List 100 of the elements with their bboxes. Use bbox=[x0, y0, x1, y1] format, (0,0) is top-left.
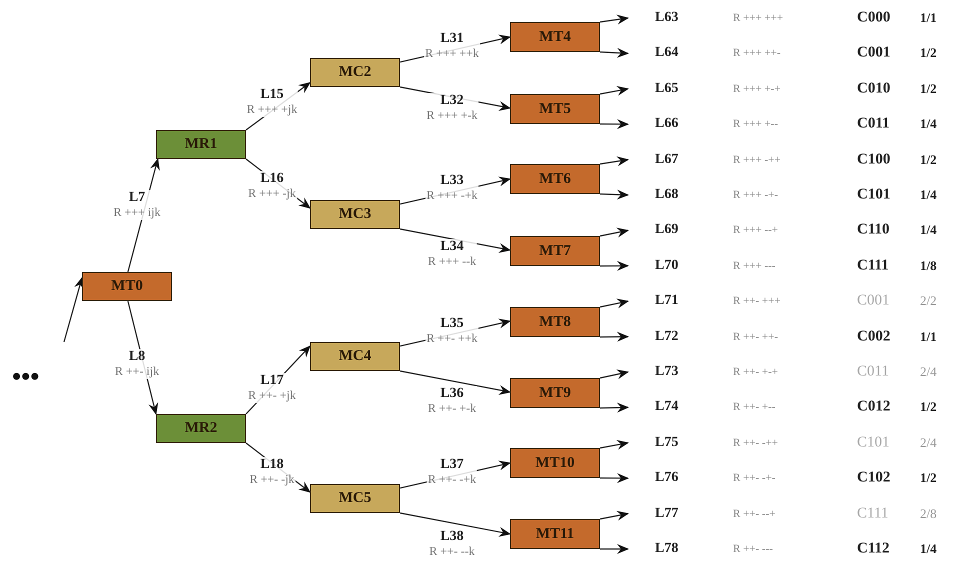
sign-pattern: R +++ +-+ bbox=[733, 82, 781, 95]
edge-label: L15 R +++ +jk bbox=[246, 87, 298, 117]
edge-label: L16 R +++ -jk bbox=[247, 171, 297, 201]
fraction: 1/1 bbox=[920, 10, 937, 26]
arrow bbox=[600, 119, 629, 130]
code: C111 bbox=[857, 505, 888, 522]
fraction: 2/4 bbox=[920, 364, 937, 380]
code: C011 bbox=[857, 364, 889, 380]
arrow bbox=[600, 86, 629, 96]
fraction: 2/2 bbox=[920, 293, 937, 310]
node-box: MC3 bbox=[310, 200, 400, 229]
arrow bbox=[600, 440, 629, 450]
sign-pattern: R ++- --+ bbox=[733, 508, 776, 520]
arrow bbox=[600, 369, 629, 380]
fraction: 1/4 bbox=[920, 187, 937, 203]
code: C101 bbox=[857, 186, 890, 204]
link-id: L69 bbox=[655, 222, 678, 238]
code: C001 bbox=[857, 292, 890, 310]
sign-pattern: R ++- -++ bbox=[733, 436, 778, 449]
sign-pattern: R +++ --- bbox=[733, 260, 776, 272]
fraction: 1/1 bbox=[920, 328, 937, 345]
link-id: L67 bbox=[655, 152, 678, 168]
node-box: MC4 bbox=[310, 342, 400, 371]
arrow bbox=[600, 156, 629, 166]
fraction: 1/4 bbox=[920, 541, 937, 557]
code: C101 bbox=[857, 434, 890, 452]
fraction: 1/8 bbox=[920, 258, 937, 274]
arrow bbox=[63, 276, 84, 342]
code: C111 bbox=[857, 257, 889, 274]
edge-label: L17 R ++- +jk bbox=[247, 373, 297, 403]
code: C011 bbox=[857, 116, 890, 133]
code: C110 bbox=[857, 222, 890, 239]
arrow bbox=[400, 370, 511, 395]
arrow bbox=[600, 190, 629, 200]
fraction: 1/2 bbox=[920, 152, 937, 168]
link-id: L72 bbox=[655, 328, 678, 345]
node-box: MT4 bbox=[510, 22, 600, 52]
sign-pattern: R ++- +-- bbox=[733, 401, 776, 414]
arrow bbox=[600, 402, 629, 413]
sign-pattern: R ++- +++ bbox=[733, 295, 781, 308]
sign-pattern: R +++ -+- bbox=[733, 189, 778, 201]
link-id: L64 bbox=[655, 45, 678, 62]
code: C010 bbox=[857, 80, 890, 98]
node-box: MT0 bbox=[82, 272, 172, 301]
arrow bbox=[600, 260, 629, 271]
node-box: MT11 bbox=[510, 519, 600, 549]
fraction: 1/2 bbox=[920, 45, 937, 62]
fraction: 1/4 bbox=[920, 116, 937, 132]
code: C001 bbox=[857, 44, 890, 62]
link-id: L75 bbox=[655, 434, 678, 451]
edge-label: L7 R +++ ijk bbox=[112, 190, 162, 220]
fraction: 2/4 bbox=[920, 434, 937, 451]
link-id: L76 bbox=[655, 470, 678, 486]
edge-label: L18 R ++- -jk bbox=[248, 457, 296, 487]
sign-pattern: R +++ -++ bbox=[733, 154, 781, 166]
arrow bbox=[600, 332, 629, 342]
sign-pattern: R +++ --+ bbox=[733, 224, 778, 236]
code: C012 bbox=[857, 398, 890, 416]
arrow bbox=[600, 298, 629, 308]
fraction: 1/4 bbox=[920, 222, 937, 238]
link-id: L74 bbox=[655, 399, 678, 416]
node-box: MT6 bbox=[510, 164, 600, 194]
sign-pattern: R ++- +-+ bbox=[733, 366, 778, 378]
code: C112 bbox=[857, 540, 890, 558]
link-id: L77 bbox=[655, 506, 678, 522]
link-id: L70 bbox=[655, 258, 678, 274]
node-box: MC2 bbox=[310, 58, 400, 87]
link-id: L66 bbox=[655, 116, 678, 132]
ellipsis-mark: ••• bbox=[12, 362, 40, 392]
sign-pattern: R +++ ++- bbox=[733, 47, 781, 60]
arrow bbox=[600, 48, 629, 58]
node-box: MT8 bbox=[510, 307, 600, 337]
link-id: L73 bbox=[655, 364, 678, 380]
sign-pattern: R +++ +++ bbox=[733, 12, 784, 24]
arrow bbox=[600, 14, 629, 24]
node-box: MT7 bbox=[510, 236, 600, 266]
arrow bbox=[600, 510, 629, 521]
node-box: MT10 bbox=[510, 448, 600, 478]
arrow bbox=[400, 512, 511, 537]
fraction: 1/2 bbox=[920, 470, 937, 486]
sign-pattern: R ++- -+- bbox=[733, 472, 776, 484]
sign-pattern: R +++ +-- bbox=[733, 118, 778, 130]
arrow bbox=[600, 473, 629, 484]
sign-pattern: R ++- --- bbox=[733, 543, 773, 555]
code: C100 bbox=[857, 151, 890, 168]
code: C102 bbox=[857, 470, 890, 487]
link-id: L78 bbox=[655, 541, 678, 557]
node-box: MC5 bbox=[310, 484, 400, 513]
fraction: 1/2 bbox=[920, 399, 937, 416]
sign-pattern: R ++- ++- bbox=[733, 330, 778, 343]
link-id: L71 bbox=[655, 293, 678, 310]
fraction: 1/2 bbox=[920, 80, 937, 97]
code: C002 bbox=[857, 328, 890, 346]
arrow bbox=[600, 544, 629, 554]
fraction: 2/8 bbox=[920, 506, 937, 522]
node-box: MR2 bbox=[156, 414, 246, 443]
arrow bbox=[600, 228, 629, 238]
code: C000 bbox=[857, 10, 890, 26]
link-id: L65 bbox=[655, 80, 678, 97]
link-id: L68 bbox=[655, 187, 678, 203]
